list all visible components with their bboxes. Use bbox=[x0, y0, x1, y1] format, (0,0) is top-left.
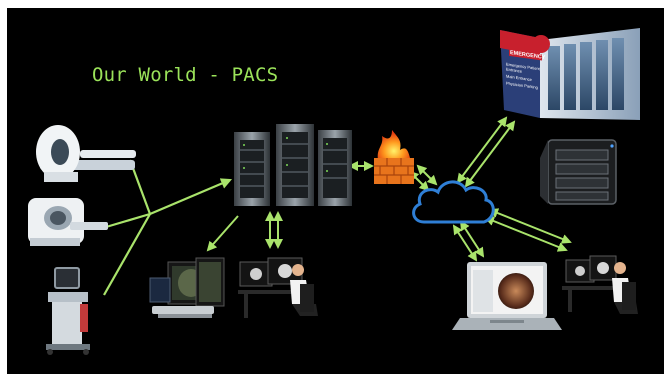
dual-monitor-workstation-icon bbox=[149, 257, 225, 318]
slide-title: Our World - PACS bbox=[92, 64, 279, 86]
radiologist-workstation-icon bbox=[238, 257, 318, 318]
laptop-viewer-icon bbox=[452, 262, 562, 330]
mri-scanner-icon bbox=[28, 198, 108, 246]
ultrasound-machine-icon bbox=[46, 267, 90, 355]
ct-scanner-icon bbox=[36, 125, 136, 182]
hospital-sign: EMERGENCY Emergency Patient Entrance Mai… bbox=[506, 49, 545, 90]
cloud-icon bbox=[412, 180, 495, 224]
firewall-icon bbox=[374, 130, 414, 184]
remote-radiologist-icon bbox=[562, 255, 638, 314]
server-rack-icon bbox=[234, 124, 352, 206]
nas-storage-icon bbox=[540, 139, 617, 205]
